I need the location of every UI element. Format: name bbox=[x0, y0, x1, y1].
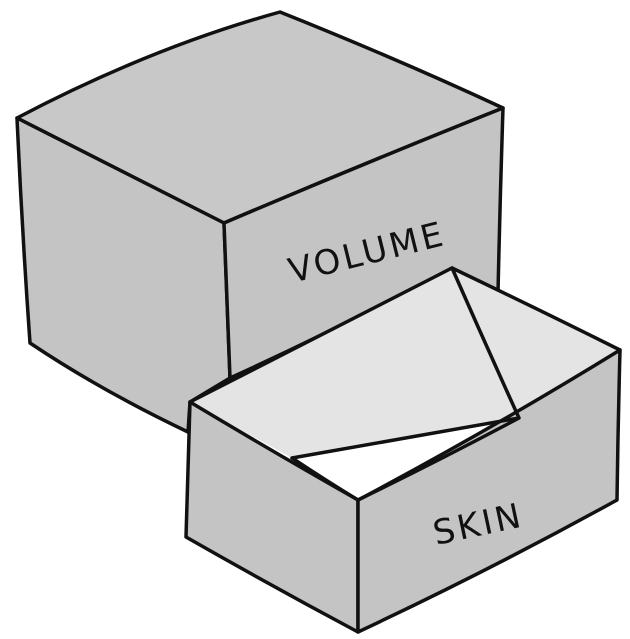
diagram-svg: VOLUME SKIN bbox=[0, 0, 630, 639]
volume-skin-diagram: VOLUME SKIN bbox=[0, 0, 630, 639]
